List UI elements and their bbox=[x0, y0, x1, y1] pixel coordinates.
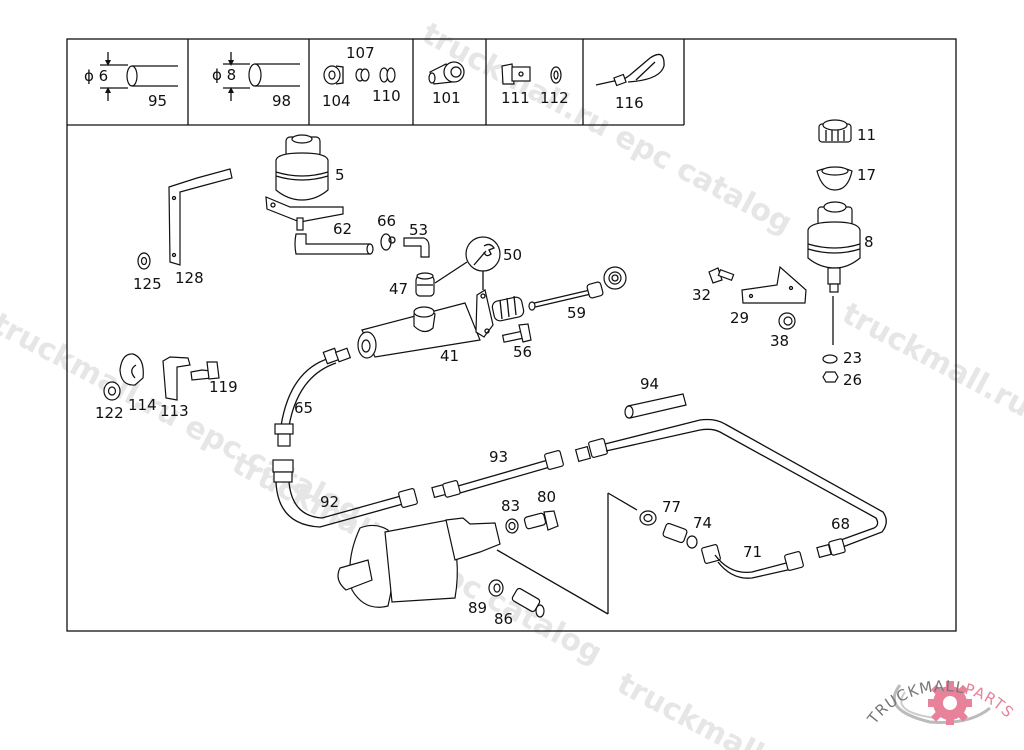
diameter-label: ϕ 8 bbox=[212, 66, 236, 84]
fittings-83-80 bbox=[505, 510, 559, 534]
bracket-128 bbox=[137, 168, 233, 270]
part-label: 41 bbox=[440, 347, 459, 365]
part-label: 98 bbox=[272, 92, 291, 110]
bolt-washer-icon bbox=[501, 63, 562, 85]
bracket-29 bbox=[741, 265, 807, 304]
part-label: 71 bbox=[743, 543, 762, 561]
truckmall-parts-logo: TRUCKMALLPARTS bbox=[863, 677, 1016, 728]
part-label: 112 bbox=[540, 89, 569, 107]
part-label: 113 bbox=[160, 402, 189, 420]
part-label: 101 bbox=[432, 89, 461, 107]
boot-47 bbox=[415, 272, 435, 297]
part-label: 125 bbox=[133, 275, 162, 293]
part-label: 93 bbox=[489, 448, 508, 466]
diameter-label: ϕ 6 bbox=[84, 67, 108, 85]
part-label: 38 bbox=[770, 332, 789, 350]
part-label: 23 bbox=[843, 349, 862, 367]
wrench-symbol-50 bbox=[434, 236, 501, 290]
hose-8mm-icon bbox=[223, 52, 300, 101]
fittings-89-86 bbox=[488, 579, 545, 618]
part-label: 17 bbox=[857, 166, 876, 184]
diagram-frame bbox=[66, 38, 957, 632]
part-label: 26 bbox=[843, 371, 862, 389]
part-label: 59 bbox=[567, 304, 586, 322]
part-label: 62 bbox=[333, 220, 352, 238]
part-label: 111 bbox=[501, 89, 530, 107]
part-label: 94 bbox=[640, 375, 659, 393]
watermark-text: truckmall.ru bbox=[611, 666, 811, 750]
header-strip: ϕ 6 95 ϕ 8 98 107 104 110 bbox=[67, 39, 685, 126]
push-rod-59 bbox=[528, 266, 627, 311]
part-label: 65 bbox=[294, 399, 313, 417]
part-label: 74 bbox=[693, 514, 712, 532]
part-label: 50 bbox=[503, 246, 522, 264]
washer-23-nut-26 bbox=[822, 354, 839, 383]
bolt-32 bbox=[708, 267, 735, 284]
part-label: 83 bbox=[501, 497, 520, 515]
hose-65 bbox=[274, 347, 352, 447]
pipe-68 bbox=[574, 418, 887, 559]
part-label: 80 bbox=[537, 488, 556, 506]
hose-6mm-icon bbox=[100, 52, 178, 101]
reservoir-8 bbox=[807, 201, 861, 345]
strainer-17 bbox=[816, 166, 853, 191]
part-label: 122 bbox=[95, 404, 124, 422]
pipe-71 bbox=[701, 544, 804, 579]
part-label: 116 bbox=[615, 94, 644, 112]
part-label: 53 bbox=[409, 221, 428, 239]
part-label: 119 bbox=[209, 378, 238, 396]
part-label: 92 bbox=[320, 493, 339, 511]
part-label: 89 bbox=[468, 599, 487, 617]
nut-38 bbox=[778, 312, 796, 330]
part-label: 5 bbox=[335, 166, 345, 184]
master-cylinder-41 bbox=[357, 289, 525, 359]
part-label: 11 bbox=[857, 126, 876, 144]
reservoir-5 bbox=[265, 134, 344, 231]
cable-tie-icon bbox=[595, 53, 665, 87]
part-label: 128 bbox=[175, 269, 204, 287]
part-label: 77 bbox=[662, 498, 681, 516]
part-label: 95 bbox=[148, 92, 167, 110]
part-label: 56 bbox=[513, 343, 532, 361]
part-label: 104 bbox=[322, 92, 351, 110]
bolt-56 bbox=[501, 323, 532, 343]
nut-fittings-icon bbox=[323, 65, 396, 85]
hose-94 bbox=[624, 393, 687, 419]
part-label: 8 bbox=[864, 233, 874, 251]
banjo-fitting-icon bbox=[428, 61, 465, 85]
gear-icon bbox=[928, 681, 972, 725]
cap-11 bbox=[818, 119, 852, 143]
part-label: 114 bbox=[128, 396, 157, 414]
part-label: 66 bbox=[377, 212, 396, 230]
slave-cylinder bbox=[337, 492, 638, 615]
hose-62 bbox=[294, 233, 430, 258]
watermark-text: truckmall.ru bbox=[836, 296, 1024, 424]
fittings-77-74 bbox=[639, 510, 698, 549]
watermark-text: truckmall.ru epc catalog bbox=[416, 16, 797, 241]
part-label: 29 bbox=[730, 309, 749, 327]
pipe-93 bbox=[431, 450, 564, 499]
part-label: 68 bbox=[831, 515, 850, 533]
part-label: 32 bbox=[692, 286, 711, 304]
part-label: 47 bbox=[389, 280, 408, 298]
pipe-92 bbox=[272, 459, 418, 528]
clip-parts bbox=[103, 353, 220, 401]
part-label: 86 bbox=[494, 610, 513, 628]
part-label: 107 bbox=[346, 44, 375, 62]
part-label: 110 bbox=[372, 87, 401, 105]
